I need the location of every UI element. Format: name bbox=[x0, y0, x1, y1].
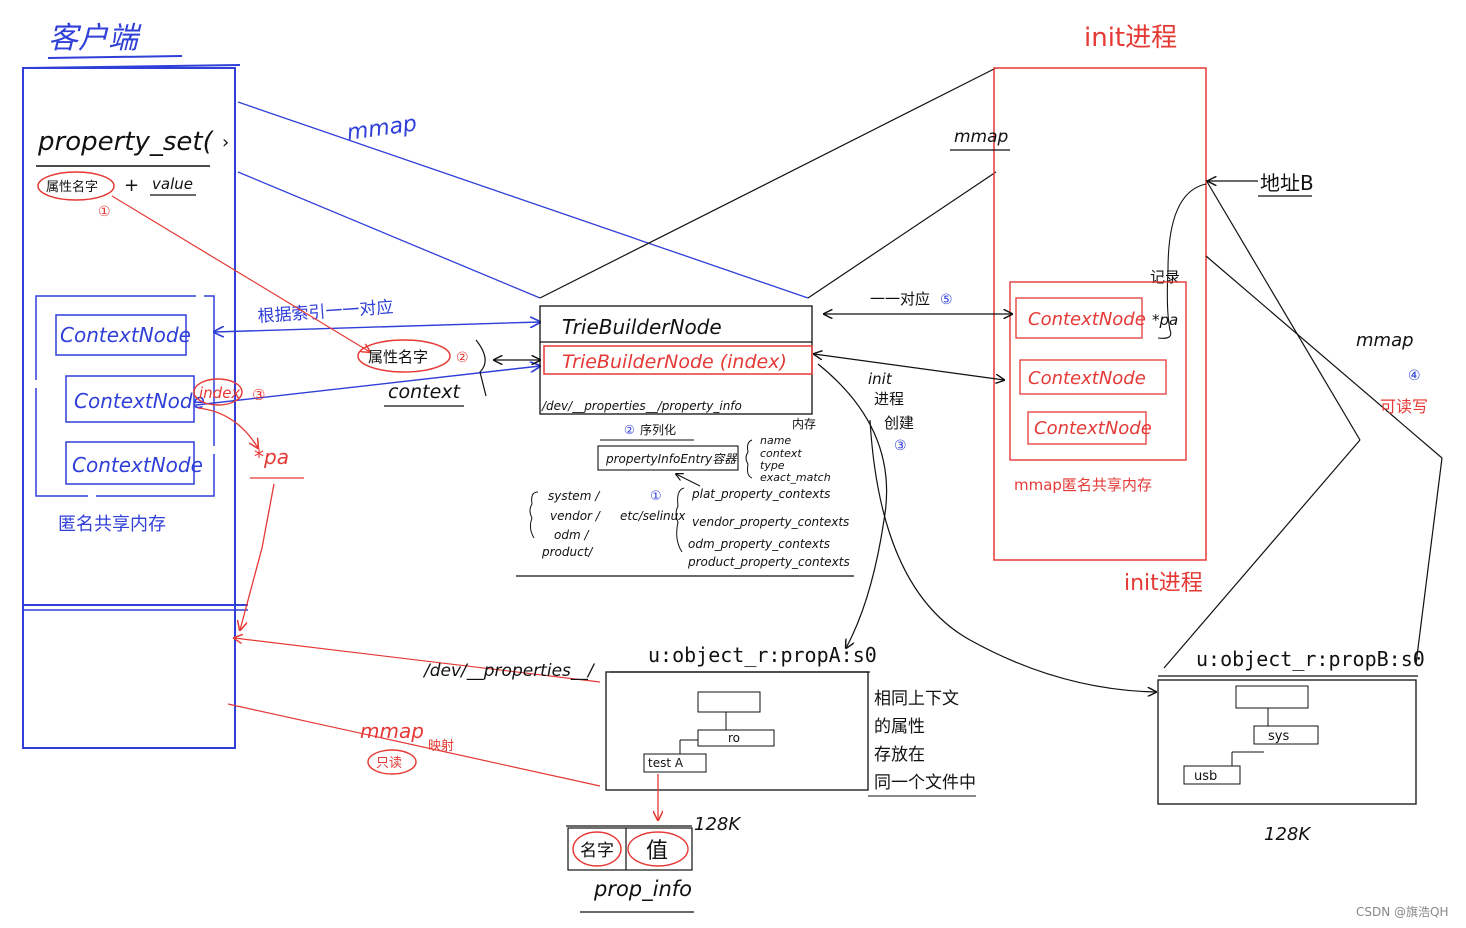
init-context-node-2: ContextNode bbox=[1028, 368, 1146, 389]
context-file-product: product_property_contexts bbox=[687, 555, 850, 569]
step2-marker: ② bbox=[456, 350, 469, 366]
context-file-odm: odm_property_contexts bbox=[688, 537, 830, 551]
init-mmap-label: mmap bbox=[954, 127, 1009, 147]
init-create-marker: ③ bbox=[894, 438, 907, 454]
client-red-annotations: 属性名字 ② context index ③ *pa mmap 映射 只读 bbox=[111, 195, 601, 787]
serialize-marker: ② bbox=[624, 423, 635, 437]
init-memory-label: mmap匿名共享内存 bbox=[1014, 476, 1152, 494]
param-plus: + bbox=[124, 175, 139, 196]
propB-size: 128K bbox=[1264, 824, 1311, 845]
client-context-node-3: ContextNode bbox=[72, 453, 203, 477]
partition-system: system / bbox=[548, 489, 601, 503]
propA-box bbox=[605, 671, 869, 791]
step1-marker: ① bbox=[98, 204, 111, 220]
prop-info-box bbox=[567, 827, 693, 871]
prop-info-name: 名字 bbox=[580, 841, 614, 861]
record-label: 记录 bbox=[1150, 268, 1180, 286]
client-context-node-2: ContextNode bbox=[74, 389, 205, 413]
partition-vendor: vendor / bbox=[550, 509, 602, 523]
propB-node-sys: sys bbox=[1268, 729, 1289, 744]
init-process: init进程 mmap 地址B 记录 ContextNode *pa Conte… bbox=[814, 23, 1443, 692]
propA-dev-path: /dev/__properties__/ bbox=[422, 661, 596, 681]
entry-container-label: propertyInfoEntry容器 bbox=[605, 452, 737, 466]
property-set-call: property_set( bbox=[37, 127, 215, 157]
trie-section: TrieBuilderNode TrieBuilderNode (index) … bbox=[516, 67, 997, 577]
prop-name-step2: 属性名字 bbox=[368, 348, 428, 366]
propA-note-2: 的属性 bbox=[874, 717, 925, 737]
prop-info-label: prop_info bbox=[593, 877, 692, 902]
entry-field-exact-match: exact_match bbox=[760, 471, 831, 484]
propB-node-usb: usb bbox=[1194, 769, 1217, 784]
propA-size: 128K bbox=[694, 814, 741, 835]
propB-title: u:object_r:propB:s0 bbox=[1196, 647, 1425, 671]
entry-field-type: type bbox=[760, 459, 785, 472]
propA-note-3: 存放在 bbox=[874, 745, 925, 765]
index-step3: index bbox=[199, 384, 240, 402]
trie-node-2: TrieBuilderNode (index) bbox=[562, 351, 787, 373]
param-name: 属性名字 bbox=[46, 179, 98, 195]
readwrite-label: 可读写 bbox=[1380, 397, 1428, 416]
init-create-line3: 创建 bbox=[884, 414, 914, 432]
partition-odm: odm / bbox=[554, 528, 590, 542]
entry-field-context: context bbox=[760, 447, 802, 460]
propA-node-ro: ro bbox=[728, 731, 740, 745]
pa-label: *pa bbox=[254, 445, 289, 469]
step4-marker: ④ bbox=[1408, 368, 1421, 384]
address-b-label: 地址B bbox=[1260, 171, 1314, 195]
mmap-bottom-label: mmap bbox=[360, 719, 424, 743]
init-bottom-label: init进程 bbox=[1124, 571, 1203, 596]
propA-file: /dev/__properties__/ u:object_r:propA:s0… bbox=[422, 643, 976, 913]
trie-path: /dev/__properties__/property_info bbox=[541, 399, 742, 413]
serialize-label: 序列化 bbox=[640, 422, 676, 437]
client-box bbox=[22, 67, 236, 749]
step3-marker: ③ bbox=[252, 386, 265, 404]
init-create-line1: init bbox=[868, 370, 893, 388]
init-context-area bbox=[1009, 281, 1187, 461]
svg-text:›: › bbox=[222, 132, 229, 153]
prop-info-value: 值 bbox=[646, 839, 668, 864]
context-file-plat: plat_property_contexts bbox=[691, 487, 830, 501]
trie-node-1: TrieBuilderNode bbox=[562, 315, 722, 339]
watermark: CSDN @旗浩QH bbox=[1356, 904, 1449, 919]
context-label: context bbox=[388, 381, 461, 403]
index-mapping-label: 根据索引一一对应 bbox=[257, 298, 394, 327]
entry-field-name: name bbox=[760, 434, 791, 447]
entry-container-box bbox=[597, 445, 739, 471]
one-to-one-marker: ⑤ bbox=[940, 292, 953, 308]
init-context-node-1: ContextNode bbox=[1028, 309, 1146, 330]
context-file-vendor: vendor_property_contexts bbox=[692, 515, 849, 529]
client-context-area bbox=[35, 295, 215, 497]
propA-note-1: 相同上下文 bbox=[874, 689, 959, 709]
index-mapping-arrow bbox=[214, 322, 540, 332]
propA-note-4: 同一个文件中 bbox=[874, 773, 976, 793]
parse-marker: ① bbox=[650, 489, 662, 504]
propB-box bbox=[1157, 679, 1417, 805]
selinux-dir: etc/selinux bbox=[620, 509, 686, 523]
partition-product: product/ bbox=[541, 545, 594, 559]
mmap-top-label: mmap bbox=[345, 111, 418, 146]
propA-node-test: test A bbox=[648, 756, 684, 770]
one-to-one-label: 一一对应 bbox=[870, 290, 930, 308]
mmap-right-label: mmap bbox=[1356, 330, 1414, 351]
client-mmap-lines: mmap 根据索引一一对应 bbox=[195, 101, 809, 406]
mapping-label: 映射 bbox=[428, 738, 454, 754]
client-context-node-1: ContextNode bbox=[60, 323, 191, 347]
trie-memory-label: 内存 bbox=[792, 417, 816, 431]
client-memory-label: 匿名共享内存 bbox=[58, 514, 166, 535]
readonly-label: 只读 bbox=[376, 756, 402, 771]
client-title: 客户端 bbox=[48, 21, 142, 56]
init-create-line2: 进程 bbox=[874, 390, 904, 408]
propB-file: u:object_r:propB:s0 sys usb 128K bbox=[1157, 647, 1425, 845]
param-value: value bbox=[152, 175, 193, 193]
client-process: 客户端 property_set( › 属性名字 + value ① Conte… bbox=[22, 21, 248, 749]
propA-title: u:object_r:propA:s0 bbox=[648, 643, 877, 667]
init-context-node-3: ContextNode bbox=[1034, 418, 1152, 439]
init-pa-label: *pa bbox=[1152, 311, 1178, 329]
init-title: init进程 bbox=[1084, 23, 1177, 53]
